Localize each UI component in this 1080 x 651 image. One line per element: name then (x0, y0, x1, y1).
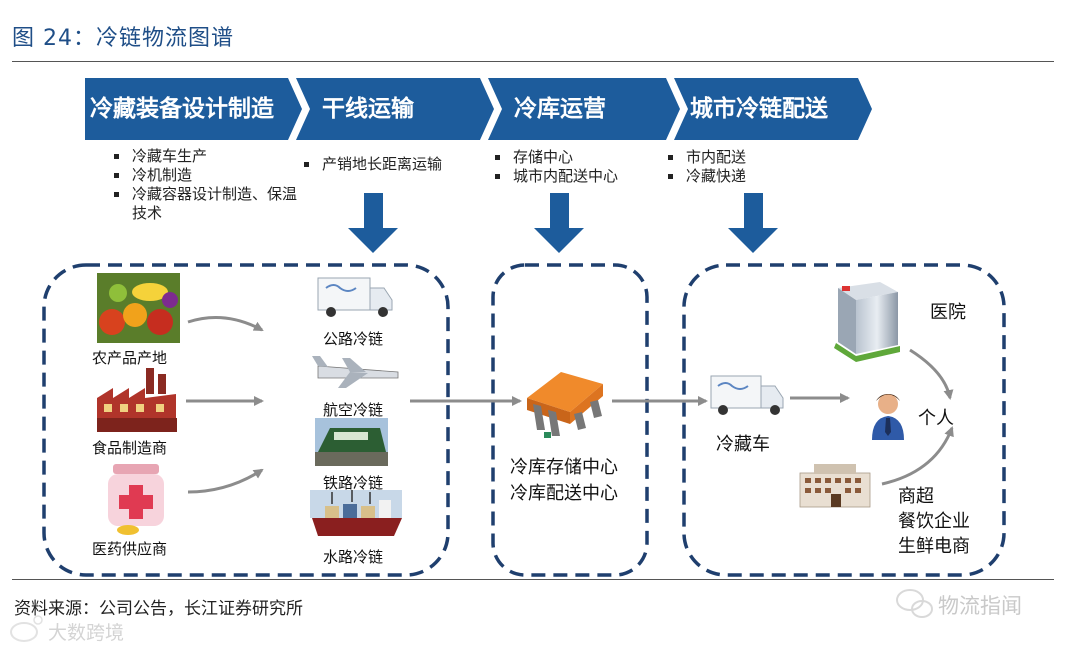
bullet-item: 冷机制造 (130, 166, 310, 185)
supermarket-icon (799, 464, 871, 508)
refrigerated-truck-icon (710, 375, 784, 415)
stage-bullets-city-delivery: 市内配送 冷藏快递 (666, 148, 854, 186)
label-water-coldchain: 水路冷链 (323, 548, 384, 566)
produce-icon (97, 273, 180, 343)
label-food-manufacturer: 食品制造商 (92, 439, 168, 457)
down-arrow-transport (348, 193, 398, 253)
medicine-bottle-icon (108, 464, 164, 535)
flow-arrow-hospital-to-person (909, 348, 954, 400)
bullet-item: 冷藏车生产 (130, 147, 310, 166)
label-individual: 个人 (918, 408, 954, 429)
stage-title-equipment: 冷藏装备设计制造 (90, 96, 274, 122)
box-production-transport (42, 263, 450, 577)
label-cold-storage-center: 冷库存储中心 (510, 457, 618, 478)
stage-title-trunk-transport: 干线运输 (322, 96, 414, 122)
label-fresh-ecommerce: 生鲜电商 (898, 536, 970, 557)
airplane-icon (312, 356, 399, 388)
label-catering: 餐饮企业 (898, 511, 970, 532)
bullet-item: 冷藏快递 (684, 167, 854, 186)
factory-icon (97, 368, 177, 432)
label-refrigerated-truck: 冷藏车 (716, 434, 770, 455)
down-arrow-distribution (728, 193, 778, 253)
stage-title-city-delivery: 城市冷链配送 (690, 96, 828, 122)
stage-title-warehouse-ops: 冷库运营 (514, 96, 606, 122)
bullet-item: 存储中心 (511, 148, 681, 167)
bullet-item: 产销地长距离运输 (320, 155, 505, 174)
down-arrow-warehouse (534, 193, 584, 253)
stage-bullets-warehouse-ops: 存储中心 城市内配送中心 (493, 148, 681, 186)
label-produce-origin: 农产品产地 (92, 349, 168, 367)
wechat-logo-icon (896, 589, 933, 618)
stage-bullets-equipment: 冷藏车生产 冷机制造 冷藏容器设计制造、保温技术 (112, 147, 310, 223)
bullet-item: 冷藏容器设计制造、保温技术 (130, 185, 310, 223)
figure-title: 图 24：冷链物流图谱 (12, 26, 234, 51)
road-truck-icon (317, 277, 393, 317)
source-note: 资料来源：公司公告，长江证券研究所 (14, 599, 303, 619)
bullet-item: 市内配送 (684, 148, 854, 167)
warehouse-icon (527, 372, 603, 438)
watermark-left: 大数跨境 (48, 622, 125, 644)
top-divider (12, 61, 1054, 62)
flow-arrow-retail-to-person (881, 426, 954, 486)
chevron-stage-4 (674, 78, 872, 140)
stage-bullets-trunk-transport: 产销地长距离运输 (302, 155, 505, 174)
box-warehouse (491, 263, 649, 577)
hospital-icon (834, 282, 900, 362)
box-distribution (682, 263, 1006, 577)
label-cold-distribution-center: 冷库配送中心 (510, 483, 618, 504)
chevron-stage-3 (488, 78, 680, 140)
label-road-coldchain: 公路冷链 (323, 330, 384, 348)
label-air-coldchain: 航空冷链 (323, 401, 384, 419)
flow-arrow-medicine (187, 468, 264, 494)
label-supermarket: 商超 (898, 486, 934, 507)
watermark-right: 物流指闻 (938, 594, 1022, 618)
label-pharma-supplier: 医药供应商 (92, 540, 168, 558)
weibo-logo-icon (10, 615, 43, 642)
bullet-item: 城市内配送中心 (511, 167, 681, 186)
bottom-divider (12, 579, 1054, 580)
flow-arrow-produce (187, 316, 264, 332)
label-hospital: 医院 (930, 302, 966, 323)
train-icon (315, 418, 388, 466)
chevron-stage-1 (85, 78, 302, 140)
cargo-ship-icon (310, 490, 402, 536)
person-icon (872, 394, 904, 440)
label-rail-coldchain: 铁路冷链 (323, 474, 384, 492)
chevron-stage-2 (296, 78, 494, 140)
